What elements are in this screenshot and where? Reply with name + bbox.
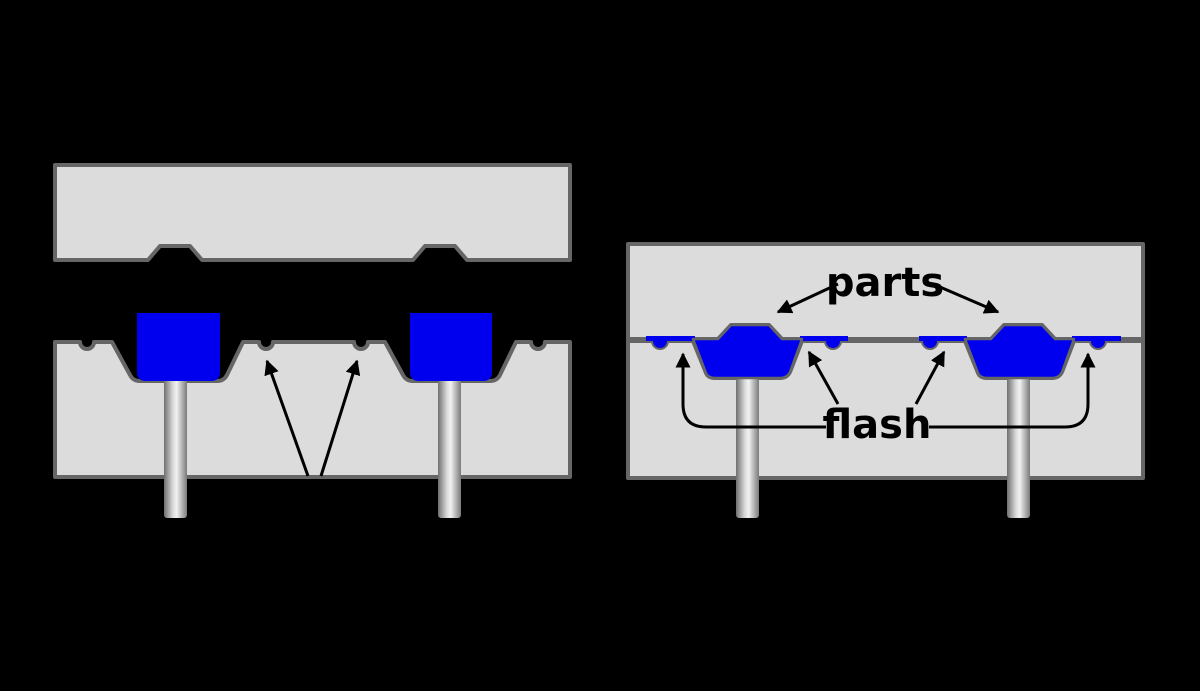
flash-label: flash — [823, 402, 932, 448]
ejector-pin — [164, 378, 187, 518]
flash-arrow-outer-left — [675, 352, 826, 429]
vent-arrow — [264, 359, 310, 477]
flash-segment — [1072, 336, 1121, 348]
vent-arrow — [319, 359, 361, 477]
molded-part — [410, 313, 492, 381]
ejector-pin — [438, 378, 461, 518]
ejector-pin — [1007, 374, 1030, 518]
parts-arrow-right — [932, 282, 1000, 314]
open-mold-diagram — [53, 163, 572, 518]
flash-arrow-inner-left — [807, 350, 840, 405]
molded-part — [963, 323, 1076, 380]
flash-arrow-outer-right — [929, 352, 1096, 429]
parts-label: parts — [826, 260, 944, 306]
molded-part — [137, 313, 220, 381]
flash-segment — [646, 336, 695, 348]
upper-mold-half — [53, 163, 572, 262]
flash-segment — [800, 336, 848, 348]
flash-segment — [919, 336, 967, 348]
flash-arrow-inner-right — [914, 350, 946, 405]
closed-mold-diagram: parts flash — [626, 242, 1145, 518]
parts-arrow-left — [776, 282, 839, 314]
molded-part — [691, 323, 804, 380]
ejector-pin — [736, 374, 759, 518]
